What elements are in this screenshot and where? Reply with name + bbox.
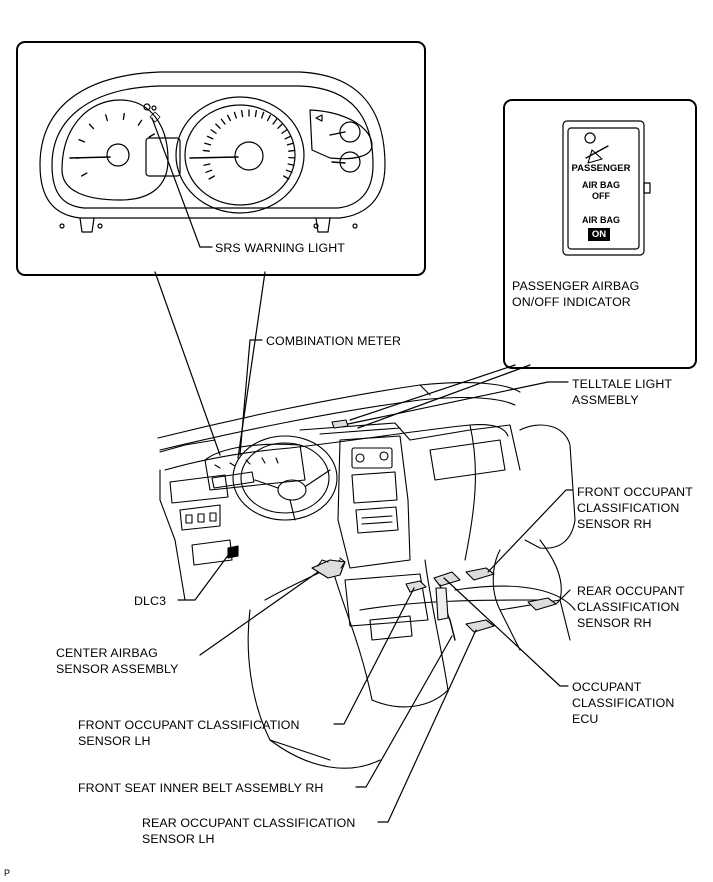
label-rear-occupant-sensor-lh: REAR OCCUPANT CLASSIFICATION SENSOR LH [142, 816, 356, 846]
label-srs-warning-light: SRS WARNING LIGHT [215, 241, 345, 255]
combination-meter-inset [16, 41, 426, 276]
label-front-seat-inner-belt: FRONT SEAT INNER BELT ASSEMBLY RH [78, 781, 324, 795]
gauge-tick [202, 149, 210, 152]
indicator-airbag-off-text: AIR BAG OFF [569, 180, 633, 202]
label-telltale-light-assembly: TELLTALE LIGHT ASSMEBLY [572, 377, 673, 407]
gauge-tick [285, 169, 293, 173]
gauge-tick [210, 129, 217, 134]
indicator-illustration [562, 120, 651, 256]
gauge-tick [215, 123, 221, 129]
label-dlc3: DLC3 [134, 594, 167, 608]
indicator-airbag-off-line2: OFF [592, 191, 610, 201]
gauge-tick [203, 163, 211, 166]
gauge-tick [204, 142, 212, 146]
gauge-tick [288, 149, 296, 152]
gauge-tick [233, 111, 237, 119]
indicator-on-badge: ON [588, 228, 610, 241]
label-passenger-airbag-indicator: PASSENGER AIRBAG ON/OFF INDICATOR [512, 279, 640, 309]
gauge-tick [208, 175, 216, 180]
indicator-airbag-on-text: AIR BAG [582, 215, 620, 225]
label-front-occupant-sensor-lh: FRONT OCCUPANT CLASSIFICATION SENSOR LH [78, 718, 300, 748]
gauge-tick [78, 139, 86, 143]
gauge-tick [240, 109, 244, 118]
gauge-tick [281, 129, 288, 134]
indicator-passenger-text: PASSENGER [571, 163, 631, 174]
gauge-tick [261, 111, 265, 119]
label-center-airbag-sensor: CENTER AIRBAG SENSOR ASSEMBLY [56, 646, 179, 676]
gauge-tick [88, 123, 95, 130]
gauge-tick [148, 133, 156, 138]
gauge-tick [206, 135, 214, 140]
label-rear-occupant-sensor-rh: REAR OCCUPANT CLASSIFICATION SENSOR RH [577, 584, 685, 630]
label-combination-meter: COMBINATION METER [266, 334, 402, 348]
gauge-tick [104, 114, 109, 122]
gauge-tick [137, 119, 143, 126]
gauge-tick [286, 142, 294, 146]
indicator-airbag-off-line1: AIR BAG [582, 180, 620, 190]
cluster-illustration [39, 71, 386, 233]
vehicle-interior [157, 382, 576, 769]
gauge-tick [266, 114, 272, 122]
gauge-tick [254, 109, 258, 118]
gauge-tick [284, 135, 292, 140]
label-front-occupant-sensor-rh: FRONT OCCUPANT CLASSIFICATION SENSOR RH [577, 485, 693, 531]
gauge-tick [220, 118, 226, 125]
leader-lines [151, 117, 573, 823]
gauge-ticks [75, 109, 296, 180]
gauge-tick [282, 175, 290, 180]
corner-mark: P [4, 868, 11, 878]
gauge-tick [277, 123, 283, 129]
gauge-tick [287, 163, 295, 166]
gauge-tick [80, 172, 88, 177]
gauge-tick [122, 112, 125, 121]
label-occupant-classification-ecu: OCCUPANT CLASSIFICATION ECU [572, 680, 675, 726]
gauge-tick [272, 118, 278, 125]
gauge-tick [226, 114, 232, 122]
gauge-tick [205, 169, 213, 173]
